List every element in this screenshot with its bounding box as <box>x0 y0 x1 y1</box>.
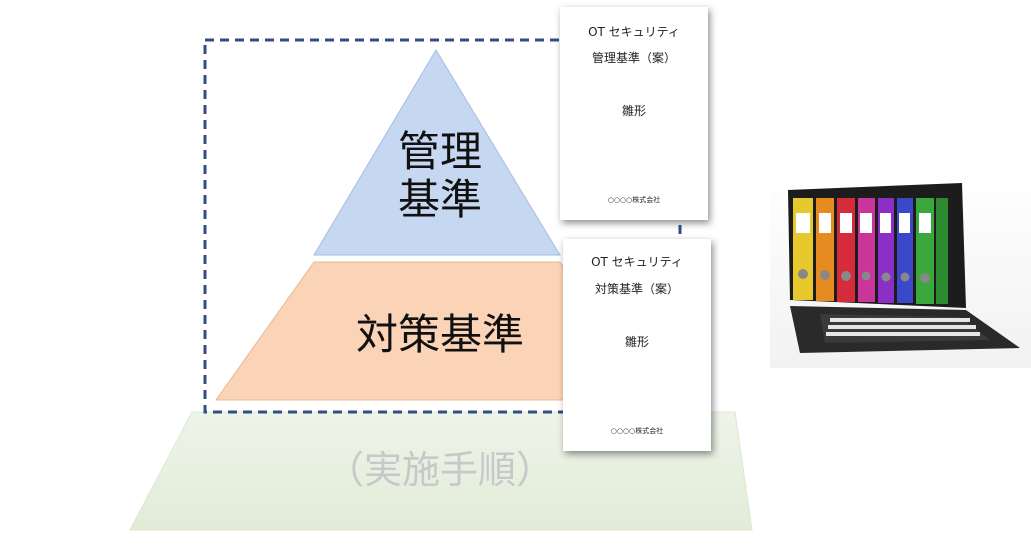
pyramid-bottom-label: （実施手順） <box>325 448 554 492</box>
document-title: OT セキュリティ <box>588 25 680 39</box>
document-title: OT セキュリティ <box>591 255 683 269</box>
document-subtitle: 管理基準（案） <box>591 51 676 65</box>
document-countermeasure-standard: OT セキュリティ 対策基準（案） 雛形 ○○○○株式会社 <box>563 239 711 451</box>
document-footer: ○○○○株式会社 <box>607 196 661 204</box>
pyramid-top-label-line2: 基準 <box>397 175 482 224</box>
scope-dashed-frame <box>203 38 682 414</box>
binders <box>793 198 948 304</box>
laptop-binders-image <box>770 168 1031 368</box>
pyramid-top-label: 管理 基準 <box>370 128 510 224</box>
document-body: 雛形 <box>621 104 646 118</box>
pyramid-top-tier <box>313 49 561 256</box>
pyramid-middle-label: 対策基準 <box>355 310 524 359</box>
document-footer: ○○○○株式会社 <box>610 427 664 435</box>
document-subtitle: 対策基準（案） <box>594 282 679 296</box>
document-management-standard: OT セキュリティ 管理基準（案） 雛形 ○○○○株式会社 <box>560 7 708 220</box>
pyramid-top-label-line1: 管理 <box>397 127 482 176</box>
document-body: 雛形 <box>624 335 649 349</box>
